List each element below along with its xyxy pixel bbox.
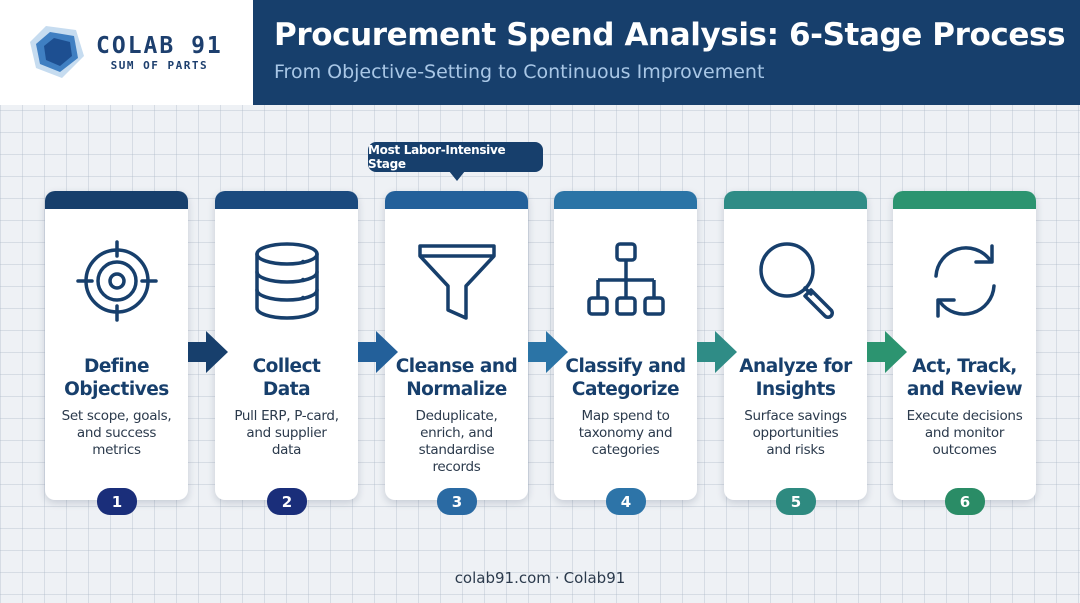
colab91-logo-mark-icon	[30, 25, 84, 78]
card-top-bar	[45, 191, 188, 209]
footer-site-link[interactable]: colab91.com	[454, 569, 551, 587]
flow-arrow-right-icon	[528, 331, 568, 373]
page-title: Procurement Spend Analysis: 6-Stage Proc…	[274, 17, 1066, 53]
card-top-bar	[554, 191, 697, 209]
footer-separator: ·	[554, 569, 560, 587]
brand-tagline: SUM OF PARTS	[110, 59, 209, 72]
stage-number-badge: 4	[606, 488, 646, 515]
title-banner: Procurement Spend Analysis: 6-Stage Proc…	[253, 0, 1080, 105]
page-subtitle: From Objective-Setting to Continuous Imp…	[274, 61, 765, 83]
target-icon	[76, 240, 158, 322]
hierarchy-icon	[587, 242, 665, 316]
footer: colab91.com·Colab91	[0, 569, 1080, 587]
flow-arrow-right-icon	[188, 331, 228, 373]
card-top-bar	[724, 191, 867, 209]
card-top-bar	[893, 191, 1036, 209]
callout-pointer	[449, 171, 465, 181]
magnifier-icon	[759, 242, 834, 319]
flow-arrow-right-icon	[697, 331, 737, 373]
card-top-bar	[215, 191, 358, 209]
stage-number-badge: 5	[776, 488, 816, 515]
funnel-icon	[418, 244, 496, 320]
card-top-bar	[385, 191, 528, 209]
brand-name: COLAB 91	[96, 33, 223, 59]
cycle-icon	[934, 244, 996, 318]
database-icon	[255, 242, 319, 320]
stage-number-badge: 1	[97, 488, 137, 515]
stage-number-badge: 6	[945, 488, 985, 515]
logo: COLAB 91 SUM OF PARTS	[0, 0, 253, 105]
callout-label: Most Labor-Intensive Stage	[368, 142, 543, 172]
header: COLAB 91 SUM OF PARTS Procurement Spend …	[0, 0, 1080, 105]
flow-arrow-right-icon	[358, 331, 398, 373]
stage-number-badge: 2	[267, 488, 307, 515]
stage-title: Act, Track,and Review	[906, 356, 1023, 400]
footer-brand: Colab91	[563, 569, 626, 587]
stage-number-badge: 3	[437, 488, 477, 515]
flow-arrow-right-icon	[867, 331, 907, 373]
